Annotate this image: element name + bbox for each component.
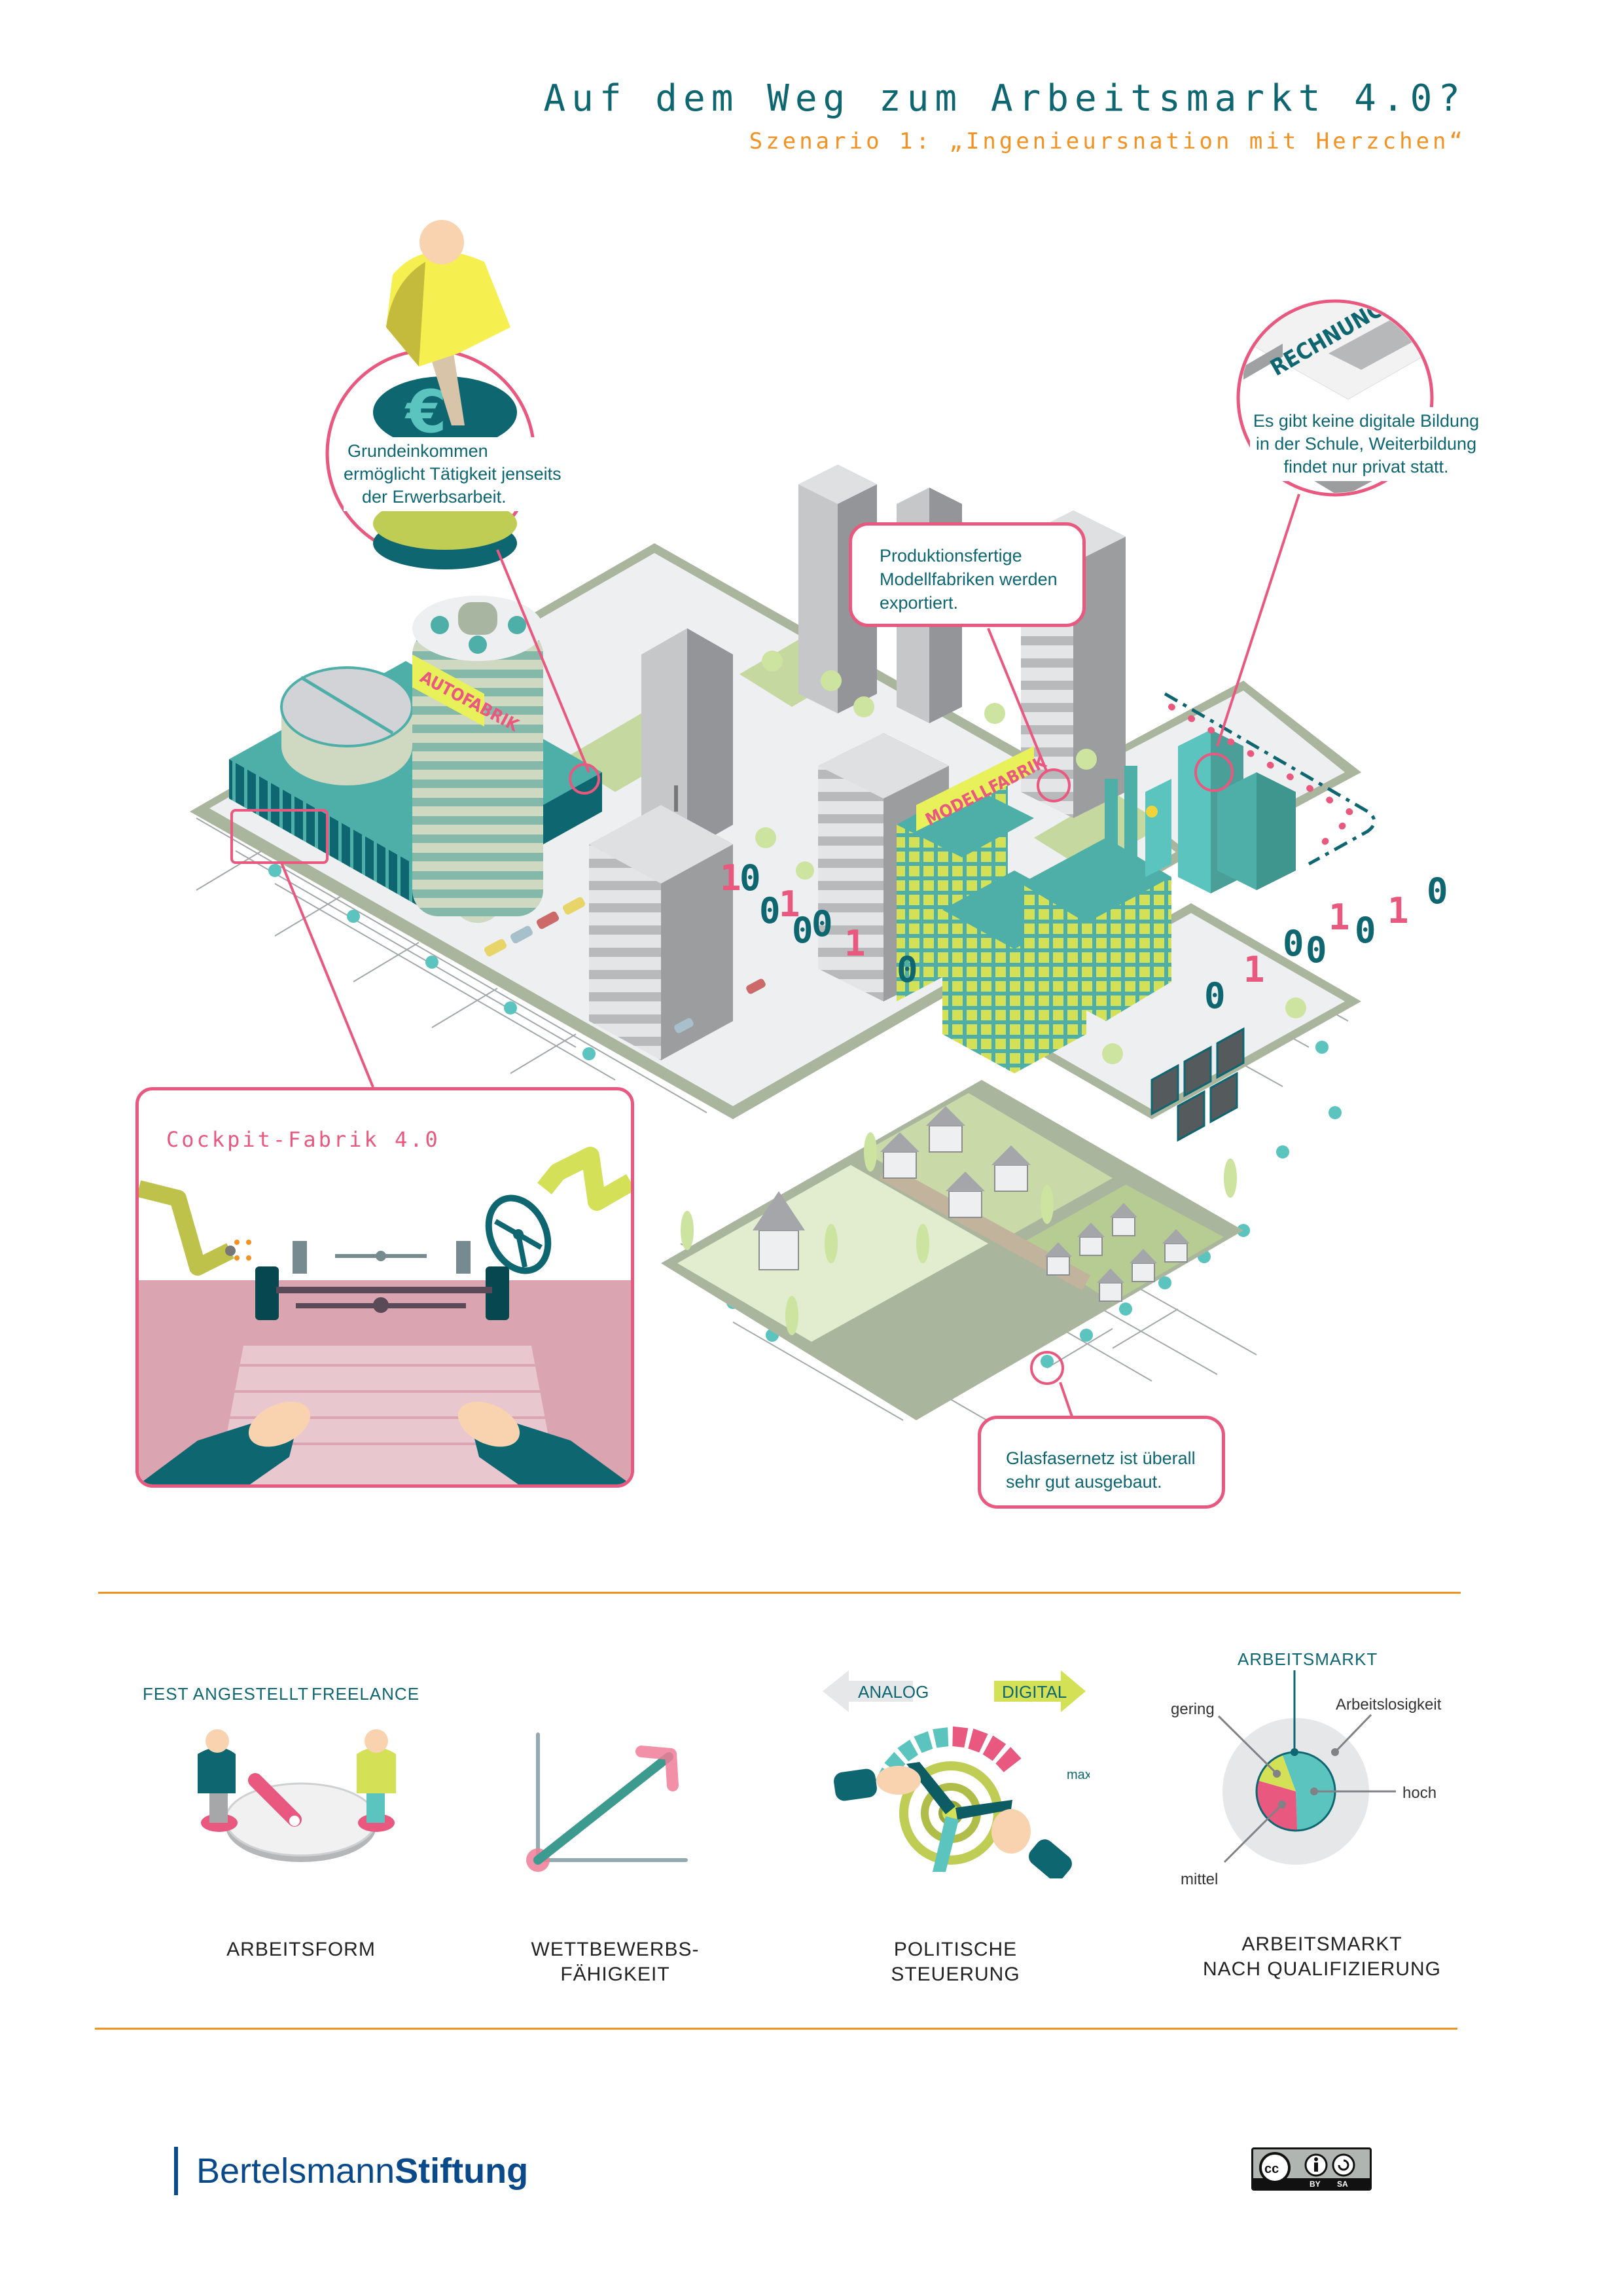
qualifizierung-top-label: ARBEITSMARKT	[1238, 1649, 1378, 1669]
trend-arrow-line	[533, 1752, 673, 1865]
divider-top	[98, 1592, 1461, 1594]
pie-slice-hoch	[1282, 1752, 1335, 1831]
svg-text:SA: SA	[1337, 2179, 1348, 2189]
modellfabrik: MODELLFABRIK	[897, 746, 1171, 1073]
svg-text:0: 0	[1427, 870, 1448, 912]
svg-text:0: 0	[1283, 923, 1304, 964]
analog-arrow	[823, 1670, 913, 1712]
svg-text:0: 0	[897, 949, 918, 990]
indicator-label-wettbewerb: WETTBEWERBS- FÄHIGKEIT	[531, 1939, 700, 1985]
arbeitsform-right-label: FREELANCE	[312, 1684, 420, 1704]
cockpit-illustration	[139, 1147, 631, 1484]
svg-text:1: 1	[844, 923, 866, 964]
solar-panels	[1150, 1027, 1245, 1142]
gauge-segment	[914, 1731, 933, 1753]
teal-office-buildings	[1145, 730, 1296, 893]
svg-text:ANALOG: ANALOG	[858, 1682, 929, 1702]
cockpit-title: Cockpit-Fabrik 4.0	[166, 1127, 440, 1152]
svg-text:BY: BY	[1310, 2179, 1321, 2189]
arbeitsform-left-label: FEST ANGESTELLT	[143, 1684, 309, 1704]
indicator-label-qualifizierung: ARBEITSMARKT NACH QUALIFIZIERUNG	[1202, 1933, 1442, 1980]
gauge-segment	[995, 1747, 1022, 1772]
svg-text:1: 1	[1243, 949, 1265, 990]
house-roofs	[753, 1106, 1190, 1283]
svg-text:1: 1	[720, 857, 741, 899]
cc-by-sa-license-badge: cc BY SA	[1251, 2147, 1372, 2191]
svg-text:1: 1	[1387, 890, 1409, 931]
pie-slice-mittel	[1257, 1780, 1298, 1831]
pie-label-hoch: hoch	[1402, 1784, 1437, 1802]
gauge-segment	[968, 1729, 988, 1753]
svg-text:0: 0	[1355, 910, 1376, 951]
page-subtitle: Szenario 1: „Ingenieursnation mit Herzch…	[749, 128, 1466, 154]
gauge-segment	[952, 1726, 969, 1748]
pie-label-mittel: mittel	[1181, 1871, 1219, 1888]
svg-text:1: 1	[779, 884, 800, 925]
gauge-max-label: max.	[1067, 1768, 1090, 1782]
svg-text:DIGITAL: DIGITAL	[1002, 1682, 1067, 1702]
page-title: Auf dem Weg zum Arbeitsmarkt 4.0?	[543, 77, 1466, 120]
gauge-segment	[982, 1735, 1007, 1761]
indicator-label-arbeitsform: ARBEITSFORM	[226, 1939, 376, 1960]
svg-text:0: 0	[1306, 929, 1327, 971]
svg-text:0: 0	[1204, 975, 1226, 1016]
data-path	[1164, 692, 1376, 866]
callout-bildung: Es gibt keine digitale Bildung in der Sc…	[1250, 407, 1482, 481]
parked-cars	[484, 897, 766, 1033]
svg-text:0: 0	[740, 857, 761, 899]
dial-needle	[248, 1773, 302, 1827]
digital-arrow	[994, 1670, 1086, 1712]
svg-text:0: 0	[759, 890, 781, 931]
trees	[681, 651, 1306, 1335]
trend-arrow-head	[635, 1746, 679, 1791]
indicator-label-steuerung: POLITISCHE STEUERUNG	[891, 1939, 1020, 1985]
bertelsmann-stiftung-logo: BertelsmannStiftung	[174, 2147, 528, 2195]
cockpit-fabrik-panel: Cockpit-Fabrik 4.0	[135, 1087, 634, 1488]
sa-icon	[1332, 2153, 1355, 2177]
divider-bottom	[95, 2028, 1457, 2030]
svg-text:0: 0	[792, 910, 813, 951]
callout-modellfabriken: Produktionsfertige Modellfabriken werden…	[849, 522, 1086, 627]
svg-text:0: 0	[812, 903, 833, 944]
pie-label-arbeitslosigkeit: Arbeitslosigkeit	[1336, 1696, 1442, 1713]
pie-label-gering: gering	[1171, 1700, 1215, 1718]
steuerung-gauge: ANALOG DIGITAL max.	[823, 1670, 1090, 1878]
arbeitsform-dial	[198, 1729, 396, 1862]
svg-text:1: 1	[1329, 897, 1350, 938]
qualifizierung-pie	[1217, 1670, 1396, 1865]
wettbewerb-chart	[526, 1732, 688, 1872]
city-illustration: AUTOFABRIK MODELLFABRIK	[190, 220, 1448, 1441]
cc-icon	[1259, 2152, 1291, 2183]
gauge-segment	[897, 1739, 919, 1762]
houses	[758, 1125, 1188, 1302]
callout-grundeinkommen: Grundeinkommen ermöglicht Tätigkeit jens…	[344, 437, 569, 511]
binary-digits: 1 0 0 1 0 0 1 0 0 1 0 0 1 0 1 0	[720, 857, 1448, 1016]
callout-glasfaser: Glasfasernetz ist überall sehr gut ausge…	[978, 1416, 1225, 1509]
svg-text:€: €	[404, 378, 447, 446]
gauge-segment	[933, 1727, 949, 1748]
svg-text:cc: cc	[1264, 2162, 1279, 2176]
grundeinkommen-figure: €	[325, 220, 536, 569]
